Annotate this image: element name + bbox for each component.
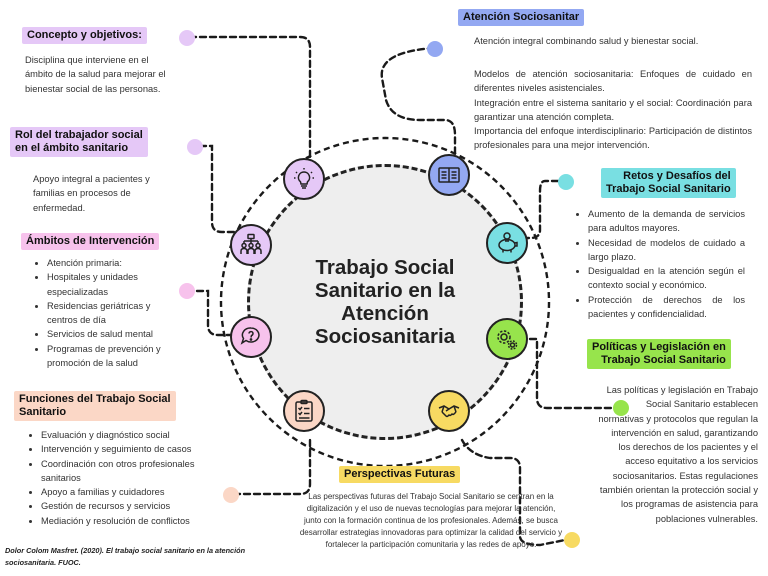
concepto-node <box>283 158 325 200</box>
team-icon <box>240 233 262 254</box>
politicas-heading-line2: Trabajo Social Sanitario <box>601 354 726 366</box>
list-item: Desigualdad en la atención según el cont… <box>588 264 745 293</box>
ambitos-list: Atención primaria: Hospitales y unidades… <box>32 256 182 370</box>
ambitos-dot <box>179 283 195 299</box>
ambitos-heading: Ámbitos de Intervención <box>21 233 160 250</box>
atencion-dot <box>427 41 443 57</box>
funciones-heading-line2: Sanitario <box>19 406 67 418</box>
list-item: Intervención y seguimiento de casos <box>41 442 216 456</box>
funciones-list-container: Evaluación y diagnóstico social Interven… <box>26 428 216 528</box>
politicas-text: Las políticas y legislación en Trabajo S… <box>598 383 758 526</box>
funciones-list: Evaluación y diagnóstico social Interven… <box>26 428 216 528</box>
concepto-dot <box>179 30 195 46</box>
list-item: Atención primaria: <box>47 256 182 270</box>
funciones-node <box>283 390 325 432</box>
list-item: Hospitales y unidades especializadas <box>47 270 182 299</box>
retos-list-container: Aumento de la demanda de servicios para … <box>573 207 745 321</box>
atencion-node <box>428 154 470 196</box>
politicas-heading: Políticas y Legislación en Trabajo Socia… <box>587 339 731 369</box>
list-item: Residencias geriátricas y centros de día <box>47 299 182 328</box>
rol-node <box>230 224 272 266</box>
retos-heading-line1: Retos y Desafíos del <box>623 170 731 182</box>
atencion-body: Modelos de atención sociosanitaria: Enfo… <box>474 67 752 153</box>
concepto-text: Disciplina que interviene en el ámbito d… <box>25 53 175 96</box>
perspectivas-node <box>428 390 470 432</box>
speech-bubble-icon <box>240 327 260 345</box>
retos-dot <box>558 174 574 190</box>
list-item: Aumento de la demanda de servicios para … <box>588 207 745 236</box>
perspectivas-text: Las perspectivas futuras del Trabajo Soc… <box>298 491 564 551</box>
citation: Dolor Colom Masfret. (2020). El trabajo … <box>5 546 246 567</box>
rol-heading-line1: Rol del trabajador social <box>15 129 143 141</box>
atencion-intro-container: Atención integral combinando salud y bie… <box>474 34 754 48</box>
perspectivas-description: Las perspectivas futuras del Trabajo Soc… <box>299 492 563 549</box>
retos-node <box>486 222 528 264</box>
list-item: Coordinación con otros profesionales san… <box>41 457 216 486</box>
book-icon <box>438 167 460 183</box>
checklist-icon <box>295 399 313 422</box>
atencion-p1: Modelos de atención sociosanitaria: Enfo… <box>474 69 752 94</box>
handshake-icon <box>438 405 460 418</box>
atencion-heading: Atención Sociosanitar <box>458 9 585 26</box>
rol-description: Apoyo integral a pacientes y familias en… <box>33 174 150 213</box>
rol-heading-line2: en el ámbito sanitario <box>15 142 129 154</box>
central-title: Trabajo Social Sanitario en la Atención … <box>314 256 456 348</box>
atencion-intro: Atención integral combinando salud y bie… <box>474 36 699 46</box>
politicas-node <box>486 318 528 360</box>
list-item: Protección de derechos de los pacientes … <box>588 293 745 322</box>
concepto-heading: Concepto y objetivos: <box>22 27 147 44</box>
ambitos-list-container: Atención primaria: Hospitales y unidades… <box>32 256 182 370</box>
ambitos-node <box>230 316 272 358</box>
rol-heading: Rol del trabajador social en el ámbito s… <box>10 127 148 157</box>
rol-dot <box>187 139 203 155</box>
retos-heading: Retos y Desafíos del Trabajo Social Sani… <box>601 168 736 198</box>
atencion-p2: Integración entre el sistema sanitario y… <box>474 97 752 122</box>
funciones-dot <box>223 487 239 503</box>
politicas-heading-line1: Políticas y Legislación en <box>592 341 726 353</box>
concepto-description: Disciplina que interviene en el ámbito d… <box>25 55 166 94</box>
politicas-description: Las políticas y legislación en Trabajo S… <box>598 385 758 524</box>
list-item: Gestión de recursos y servicios <box>41 499 216 513</box>
list-item: Apoyo a familias y cuidadores <box>41 485 216 499</box>
retos-heading-line2: Trabajo Social Sanitario <box>606 183 731 195</box>
list-item: Programas de prevención y promoción de l… <box>47 342 182 371</box>
list-item: Servicios de salud mental <box>47 327 182 341</box>
lightbulb-icon <box>294 168 314 189</box>
piggy-bank-icon <box>498 232 518 253</box>
retos-list: Aumento de la demanda de servicios para … <box>573 207 745 321</box>
atencion-p3: Importancia del enfoque interdisciplinar… <box>474 126 752 151</box>
gears-icon <box>497 330 518 350</box>
list-item: Mediación y resolución de conflictos <box>41 514 216 528</box>
list-item: Evaluación y diagnóstico social <box>41 428 216 442</box>
perspectivas-heading: Perspectivas Futuras <box>339 466 461 483</box>
funciones-heading: Funciones del Trabajo Social Sanitario <box>14 391 176 421</box>
funciones-heading-line1: Funciones del Trabajo Social <box>19 393 171 405</box>
list-item: Necesidad de modelos de cuidado a largo … <box>588 236 745 265</box>
rol-text: Apoyo integral a pacientes y familias en… <box>33 172 173 215</box>
politicas-dot <box>613 400 629 416</box>
perspectivas-dot <box>564 532 580 548</box>
